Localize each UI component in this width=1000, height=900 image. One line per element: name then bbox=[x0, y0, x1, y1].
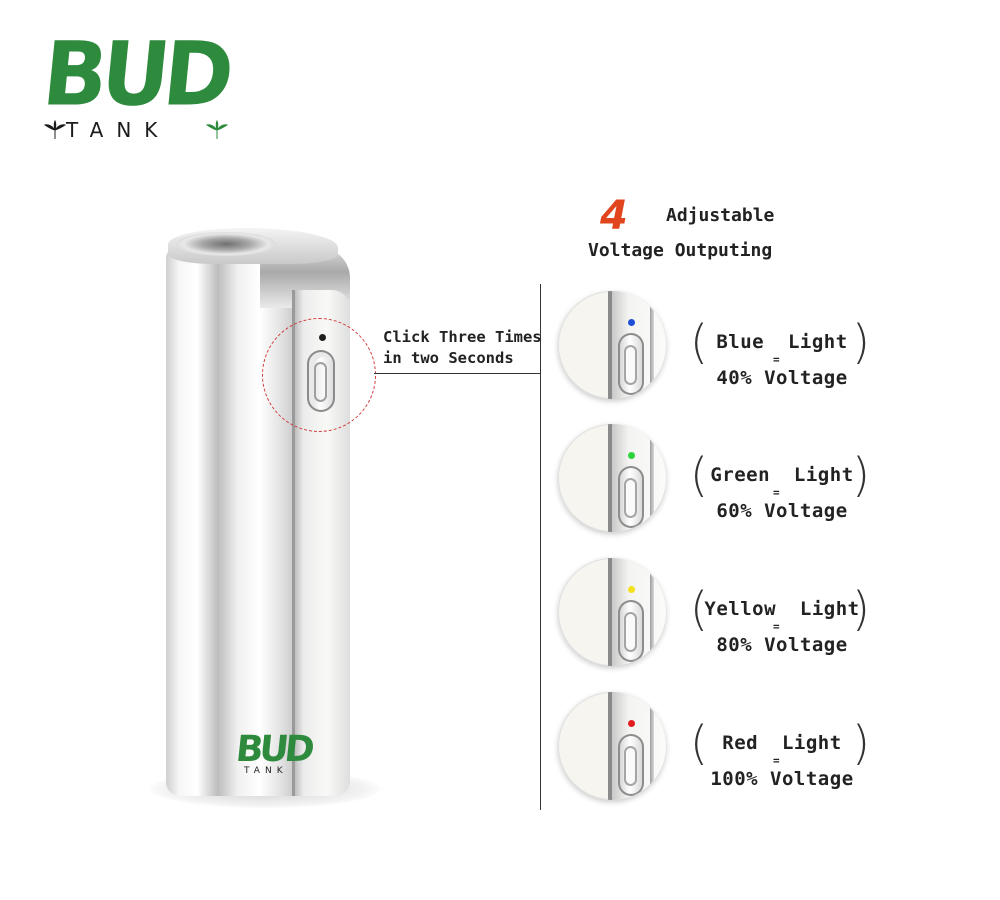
power-button-closeup-inner bbox=[624, 478, 637, 518]
device-edge-line bbox=[608, 291, 612, 399]
brand-logo: BUD TANK bbox=[38, 23, 248, 150]
left-parenthesis: ( bbox=[690, 448, 708, 502]
vertical-divider bbox=[540, 284, 541, 810]
callout-connector-line bbox=[374, 373, 540, 374]
light-color-label: Green Light bbox=[710, 464, 854, 486]
leaf-icon bbox=[206, 120, 228, 139]
device-rail bbox=[650, 424, 654, 532]
equals-sign: = bbox=[773, 353, 780, 366]
heading-line-2: Voltage Outputing bbox=[588, 240, 773, 261]
voltage-percent-label: 100% Voltage bbox=[710, 768, 854, 790]
device-edge-line bbox=[608, 558, 612, 666]
button-callout-circle bbox=[262, 318, 376, 432]
equals-sign: = bbox=[773, 620, 780, 633]
light-color-label: Yellow Light bbox=[704, 598, 860, 620]
voltage-percent-label: 40% Voltage bbox=[716, 367, 848, 389]
right-parenthesis: ) bbox=[852, 716, 870, 770]
left-parenthesis: ( bbox=[690, 582, 708, 636]
led-closeup-circle bbox=[558, 692, 666, 800]
led-indicator-dot bbox=[628, 720, 635, 727]
led-closeup-circle bbox=[558, 558, 666, 666]
logo-subtitle: TANK bbox=[66, 118, 171, 142]
device-rail bbox=[650, 692, 654, 800]
voltage-count-number: 4 bbox=[600, 193, 628, 239]
led-closeup-circle bbox=[558, 291, 666, 399]
device-logo: BUD TANK bbox=[234, 729, 313, 782]
callout-line-1: Click Three Times bbox=[383, 328, 542, 346]
led-indicator-dot bbox=[628, 586, 635, 593]
logo-wordmark: BUD bbox=[38, 22, 233, 126]
heading-line-1: Adjustable bbox=[666, 205, 775, 226]
device-edge-line bbox=[608, 424, 612, 532]
right-parenthesis: ) bbox=[852, 315, 870, 369]
led-indicator-dot bbox=[628, 452, 635, 459]
power-button-closeup-inner bbox=[624, 746, 637, 786]
leaf-icon bbox=[44, 120, 66, 139]
led-closeup-circle bbox=[558, 424, 666, 532]
equals-sign: = bbox=[773, 754, 780, 767]
device-edge-line bbox=[608, 692, 612, 800]
device-logo-wordmark: BUD bbox=[233, 729, 313, 770]
power-button-closeup-inner bbox=[624, 345, 637, 385]
callout-line-2: in two Seconds bbox=[383, 349, 514, 367]
right-parenthesis: ) bbox=[852, 582, 870, 636]
left-parenthesis: ( bbox=[690, 716, 708, 770]
device-cartridge-port bbox=[176, 232, 276, 256]
led-indicator-dot bbox=[628, 319, 635, 326]
device-rail bbox=[650, 291, 654, 399]
voltage-percent-label: 80% Voltage bbox=[716, 634, 848, 656]
light-color-label: Blue Light bbox=[716, 331, 848, 353]
callout-instruction: Click Three Times in two Seconds bbox=[383, 327, 542, 369]
device-logo-subtitle: TANK bbox=[244, 766, 288, 776]
left-parenthesis: ( bbox=[690, 315, 708, 369]
right-parenthesis: ) bbox=[852, 448, 870, 502]
device-rail bbox=[650, 558, 654, 666]
light-color-label: Red Light bbox=[722, 732, 842, 754]
power-button-closeup-inner bbox=[624, 612, 637, 652]
device-body bbox=[166, 248, 296, 796]
voltage-percent-label: 60% Voltage bbox=[716, 500, 848, 522]
equals-sign: = bbox=[773, 486, 780, 499]
